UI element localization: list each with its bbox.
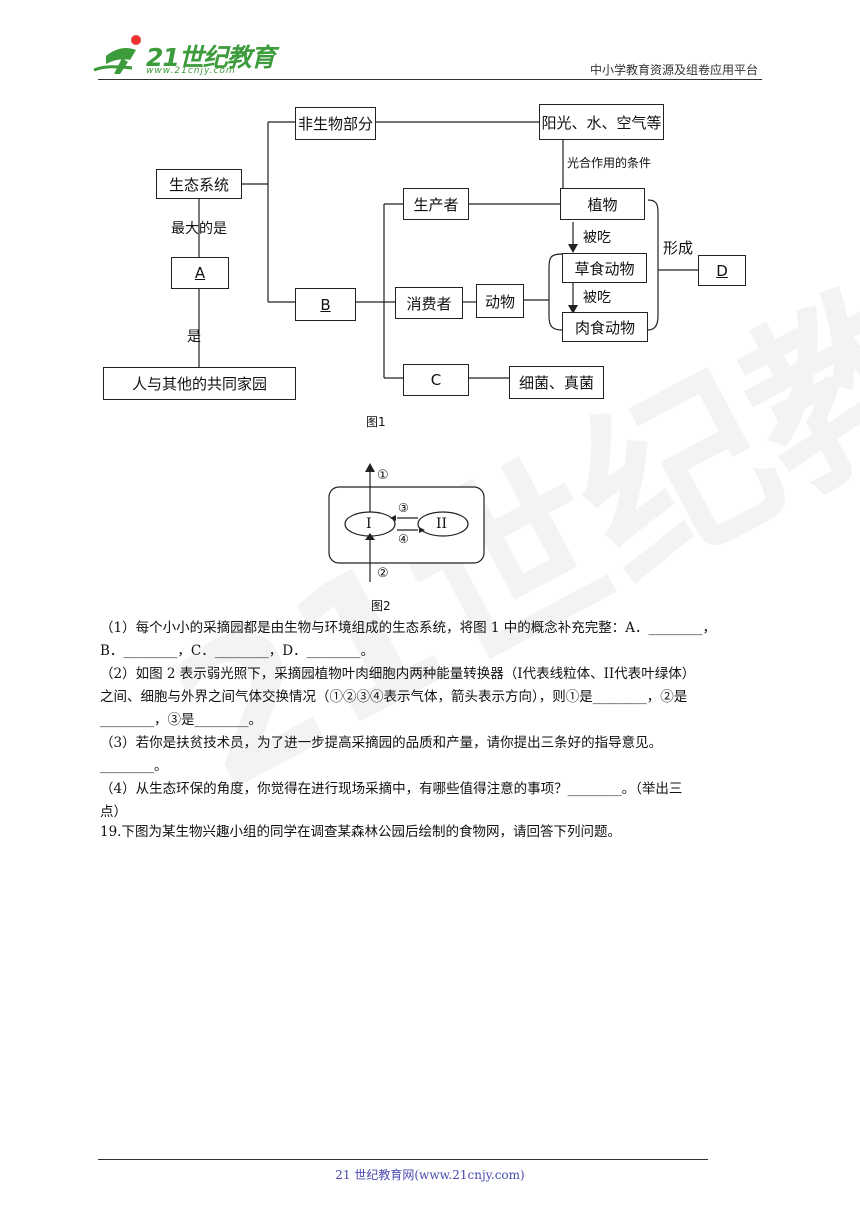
box-d: D xyxy=(698,255,746,286)
question-3-line-2: ________。 xyxy=(100,758,168,774)
consumer-box: 消费者 xyxy=(395,287,463,319)
question-4-line-2: 点） xyxy=(100,804,127,820)
question-1-line-2: B．________，C．________，D．________。 xyxy=(100,643,375,659)
organelle-1-label: I xyxy=(366,516,372,532)
sun-water-air-box: 阳光、水、空气等 xyxy=(539,104,664,140)
header-rule xyxy=(98,79,762,80)
site-logo xyxy=(92,34,262,78)
ecosystem-box: 生态系统 xyxy=(156,169,242,199)
box-a-label: A xyxy=(194,264,206,282)
question-2-line-2: 之间、细胞与外界之间气体交换情况（①②③④表示气体，箭头表示方向），则①是___… xyxy=(100,689,688,705)
organelle-2-label: II xyxy=(436,516,448,532)
biggest-label: 最大的是 xyxy=(171,221,227,237)
herbivore-box: 草食动物 xyxy=(562,253,647,283)
producer-box: 生产者 xyxy=(403,188,469,220)
figure2-caption: 图2 xyxy=(371,599,391,613)
question-4-line-1: （4）从生态环保的角度，你觉得在进行现场采摘中，有哪些值得注意的事项？_____… xyxy=(100,781,683,797)
fig2-mark-3: ③ xyxy=(398,501,409,515)
carnivore-box: 肉食动物 xyxy=(562,312,648,342)
question-1-line-1: （1）每个小小的采摘园都是由生物与环境组成的生态系统，将图 1 中的概念补充完整… xyxy=(100,620,717,636)
figure1-caption: 图1 xyxy=(366,415,386,429)
eaten-label-2: 被吃 xyxy=(583,290,611,306)
question-3-line-1: （3）若你是扶贫技术员，为了进一步提高采摘园的品质和产量，请你提出三条好的指导意… xyxy=(100,735,663,751)
box-d-label: D xyxy=(716,261,728,280)
photosynthesis-condition-label: 光合作用的条件 xyxy=(567,156,652,170)
nonliving-box: 非生物部分 xyxy=(295,107,376,140)
fig2-mark-4: ④ xyxy=(398,532,409,546)
footer-text: 21 世纪教育网(www.21cnjy.com) xyxy=(335,1168,525,1182)
bacteria-fungi-box: 细菌、真菌 xyxy=(509,366,604,399)
question-2-line-1: （2）如图 2 表示弱光照下，采摘园植物叶肉细胞内两种能量转换器（I代表线粒体、… xyxy=(100,666,696,682)
footer-rule xyxy=(98,1159,708,1160)
logo-url: www.21cnjy.com xyxy=(146,66,236,76)
logo-text: 21世纪教育 xyxy=(146,43,276,72)
plant-box: 植物 xyxy=(560,188,645,220)
home-box: 人与其他的共同家园 xyxy=(103,367,296,400)
question-2-line-3: ________，③是________。 xyxy=(100,712,262,728)
animal-box: 动物 xyxy=(476,284,524,318)
box-c: C xyxy=(403,364,469,396)
platform-title: 中小学教育资源及组卷应用平台 xyxy=(589,63,758,77)
fig2-mark-1: ① xyxy=(377,468,389,483)
box-a: A xyxy=(171,257,229,289)
box-b-label: B xyxy=(320,295,331,314)
box-b: B xyxy=(295,288,356,321)
fig2-mark-2: ② xyxy=(377,566,389,581)
is-label: 是 xyxy=(187,329,201,345)
eaten-label-1: 被吃 xyxy=(583,230,611,246)
runner-logo-icon xyxy=(93,35,141,74)
question-19: 19.下图为某生物兴趣小组的同学在调查某森林公园后绘制的食物网，请回答下列问题。 xyxy=(100,824,621,840)
form-label: 形成 xyxy=(663,239,694,257)
